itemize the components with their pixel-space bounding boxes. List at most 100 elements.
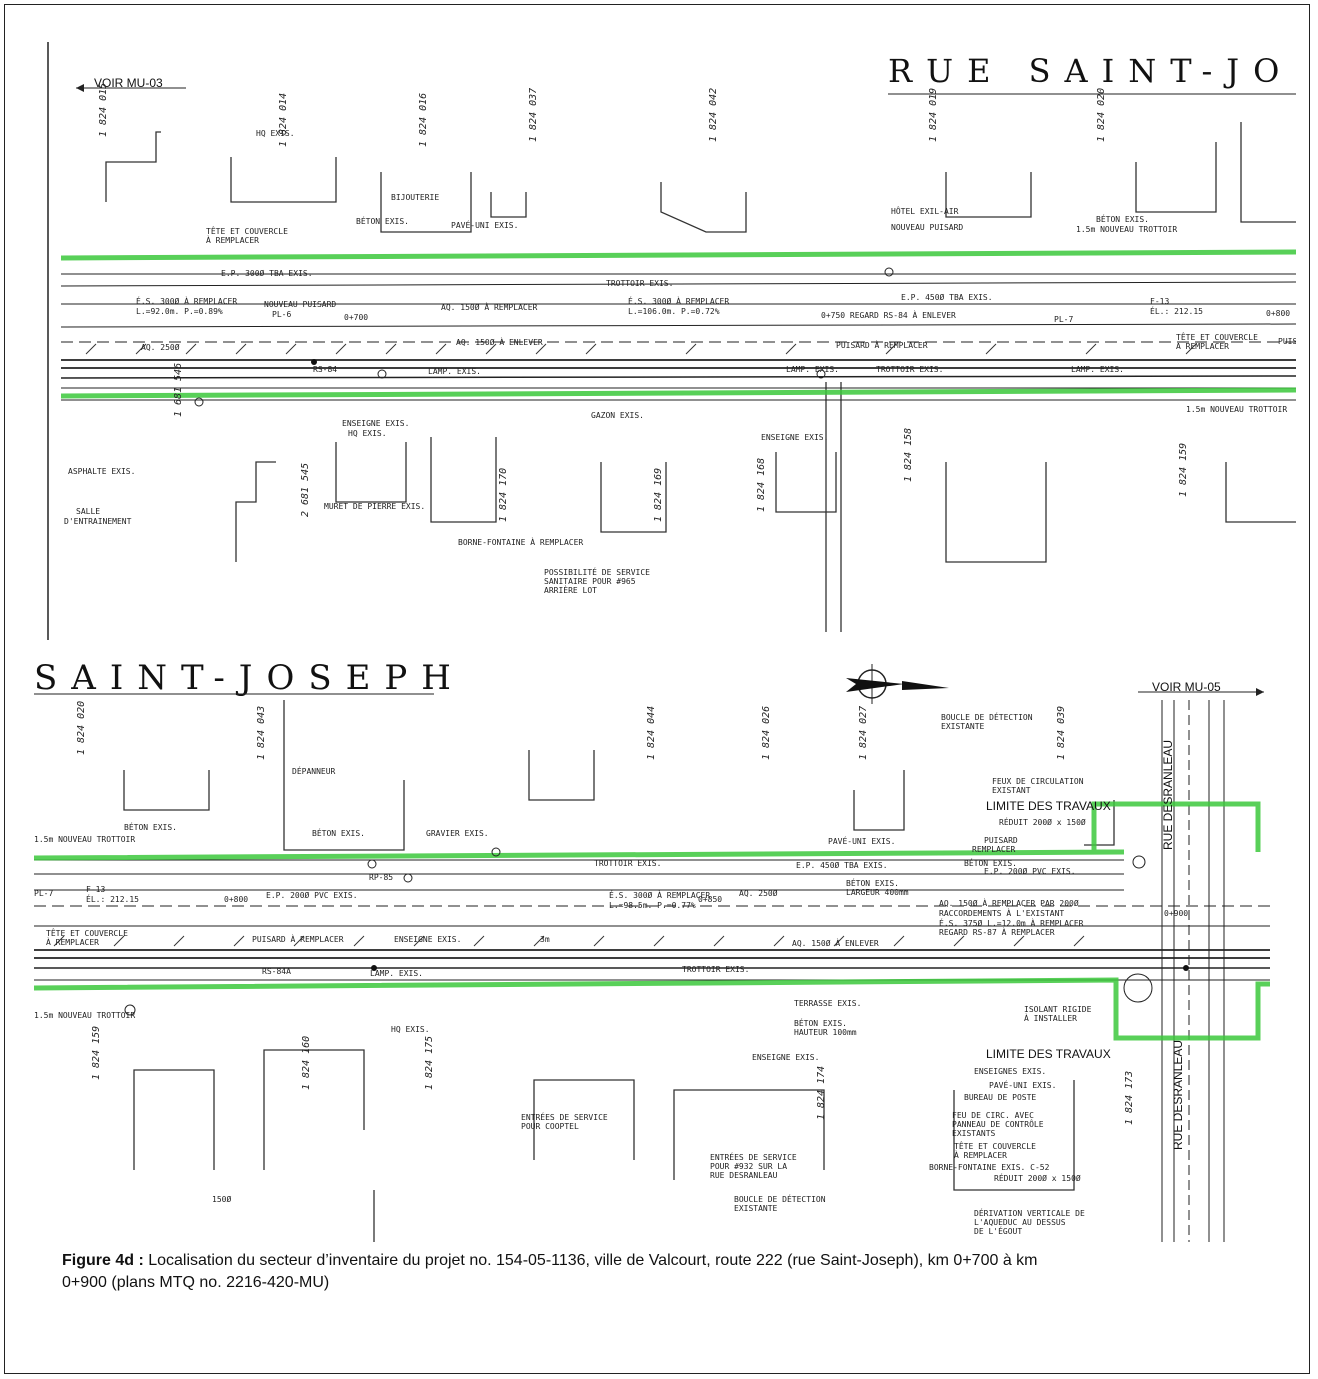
svg-text:1 681 546: 1 681 546 xyxy=(173,363,184,417)
svg-text:ÉL.: 212.15: ÉL.: 212.15 xyxy=(86,893,139,904)
svg-text:1.5m NOUVEAU TROTTOIR: 1.5m NOUVEAU TROTTOIR xyxy=(1076,225,1177,234)
svg-text:EXISTANTE: EXISTANTE xyxy=(941,722,985,731)
svg-text:À REMPLACER: À REMPLACER xyxy=(206,234,259,245)
svg-text:POUR #932 SUR LA: POUR #932 SUR LA xyxy=(710,1162,787,1171)
svg-text:ENSEIGNE EXIS.: ENSEIGNE EXIS. xyxy=(342,419,409,428)
svg-text:DE L'ÉGOUT: DE L'ÉGOUT xyxy=(974,1225,1022,1236)
svg-text:0+700: 0+700 xyxy=(344,313,368,322)
svg-text:150Ø: 150Ø xyxy=(212,1194,231,1204)
svg-text:TROTTOIR EXIS.: TROTTOIR EXIS. xyxy=(682,965,749,974)
svg-text:RP-85: RP-85 xyxy=(369,873,393,882)
svg-text:EXISTANT: EXISTANT xyxy=(992,786,1031,795)
svg-text:1 824 168: 1 824 168 xyxy=(756,458,767,512)
svg-text:PANNEAU DE CONTRÔLE: PANNEAU DE CONTRÔLE xyxy=(952,1118,1044,1129)
svg-text:F-13: F-13 xyxy=(86,885,105,894)
svg-text:RACCORDEMENTS À L'EXISTANT: RACCORDEMENTS À L'EXISTANT xyxy=(939,907,1064,918)
svg-text:HÔTEL EXIL-AIR: HÔTEL EXIL-AIR xyxy=(891,205,959,216)
svg-text:LAMP. EXIS.: LAMP. EXIS. xyxy=(370,969,423,978)
svg-text:1 824 026: 1 824 026 xyxy=(761,706,772,760)
svg-text:TÊTE ET COUVERCLE: TÊTE ET COUVERCLE xyxy=(1176,331,1258,342)
svg-text:E.P. 200Ø PVC EXIS.: E.P. 200Ø PVC EXIS. xyxy=(266,890,358,900)
figure-caption-text: Localisation du secteur d’inventaire du … xyxy=(62,1252,1038,1291)
svg-text:1 824 175: 1 824 175 xyxy=(424,1036,435,1090)
svg-text:BÉTON EXIS.: BÉTON EXIS. xyxy=(1096,213,1149,224)
svg-text:ENSEIGNE EXIS.: ENSEIGNE EXIS. xyxy=(752,1053,819,1062)
svg-text:BÉTON EXIS.: BÉTON EXIS. xyxy=(964,857,1017,868)
svg-text:À INSTALLER: À INSTALLER xyxy=(1024,1012,1077,1023)
svg-text:1 824 037: 1 824 037 xyxy=(528,88,539,142)
svg-text:RUE DESRANLEAU: RUE DESRANLEAU xyxy=(1171,1040,1185,1150)
svg-text:LIMITE DES TRAVAUX: LIMITE DES TRAVAUX xyxy=(986,799,1111,813)
svg-text:PL-6: PL-6 xyxy=(272,310,291,319)
svg-text:L.=106.0m. P.=0.72%: L.=106.0m. P.=0.72% xyxy=(628,307,720,316)
svg-text:1.5m NOUVEAU TROTTOIR: 1.5m NOUVEAU TROTTOIR xyxy=(1186,405,1287,414)
svg-text:TROTTOIR EXIS.: TROTTOIR EXIS. xyxy=(876,365,943,374)
svg-text:ASPHALTE EXIS.: ASPHALTE EXIS. xyxy=(68,467,135,476)
svg-text:TROTTOIR EXIS.: TROTTOIR EXIS. xyxy=(606,279,673,288)
svg-text:À REMPLACER: À REMPLACER xyxy=(1176,340,1229,351)
svg-text:HAUTEUR 100mm: HAUTEUR 100mm xyxy=(794,1028,857,1037)
svg-text:PUISA: PUISA xyxy=(1278,337,1296,346)
voir-mu-03-label: VOIR MU-03 xyxy=(94,76,163,90)
svg-text:E.P. 450Ø TBA EXIS.: E.P. 450Ø TBA EXIS. xyxy=(901,292,993,302)
svg-text:1 824 039: 1 824 039 xyxy=(1056,706,1067,760)
street-title-bottom: SAINT-JOSEPH xyxy=(34,658,465,698)
svg-text:DÉPANNEUR: DÉPANNEUR xyxy=(292,765,336,776)
svg-text:1 824 019: 1 824 019 xyxy=(928,88,939,142)
north-arrow-icon xyxy=(846,664,949,704)
svg-text:1.5m NOUVEAU TROTTOIR: 1.5m NOUVEAU TROTTOIR xyxy=(34,1011,135,1020)
svg-text:E.P. 450Ø TBA EXIS.: E.P. 450Ø TBA EXIS. xyxy=(796,860,888,870)
svg-text:GRAVIER EXIS.: GRAVIER EXIS. xyxy=(426,829,489,838)
svg-text:1 824 160: 1 824 160 xyxy=(301,1036,312,1090)
svg-text:AQ. 150Ø À ENLEVER: AQ. 150Ø À ENLEVER xyxy=(792,937,879,948)
svg-text:PUISARD: PUISARD xyxy=(984,836,1018,845)
svg-text:1 824 043: 1 824 043 xyxy=(256,706,267,760)
svg-text:1 824 014: 1 824 014 xyxy=(278,93,289,147)
svg-text:1 824 042: 1 824 042 xyxy=(708,88,719,142)
svg-text:É.S. 300Ø À REMPLACER: É.S. 300Ø À REMPLACER xyxy=(628,295,729,306)
svg-text:1 824 015: 1 824 015 xyxy=(98,83,109,137)
svg-text:NOUVEAU PUISARD: NOUVEAU PUISARD xyxy=(891,223,963,232)
svg-text:TROTTOIR EXIS.: TROTTOIR EXIS. xyxy=(594,859,661,868)
svg-text:EXISTANTS: EXISTANTS xyxy=(952,1129,996,1138)
page-frame xyxy=(4,4,1310,1374)
svg-text:TÊTE ET COUVERCLE: TÊTE ET COUVERCLE xyxy=(206,225,288,236)
svg-text:É.S. 375Ø L.=12.0m À REMPLACER: É.S. 375Ø L.=12.0m À REMPLACER xyxy=(939,917,1084,928)
svg-text:TÊTE ET COUVERCLE: TÊTE ET COUVERCLE xyxy=(46,927,128,938)
svg-text:RUE DESRANLEAU: RUE DESRANLEAU xyxy=(1161,740,1175,850)
svg-text:1 824 020: 1 824 020 xyxy=(76,701,87,755)
svg-text:ÉL.: 212.15: ÉL.: 212.15 xyxy=(1150,305,1203,316)
svg-text:BORNE-FONTAINE EXIS. C-52: BORNE-FONTAINE EXIS. C-52 xyxy=(929,1163,1050,1172)
svg-text:HQ EXIS.: HQ EXIS. xyxy=(348,429,387,438)
svg-text:SALLE: SALLE xyxy=(76,507,100,516)
svg-text:PL-7: PL-7 xyxy=(1054,315,1073,324)
svg-text:1 824 027: 1 824 027 xyxy=(858,706,869,760)
svg-text:PAVÉ-UNI EXIS.: PAVÉ-UNI EXIS. xyxy=(989,1079,1056,1090)
svg-text:LIMITE DES TRAVAUX: LIMITE DES TRAVAUX xyxy=(986,1047,1111,1061)
svg-text:HQ EXIS.: HQ EXIS. xyxy=(391,1025,430,1034)
svg-text:ISOLANT RIGIDE: ISOLANT RIGIDE xyxy=(1024,1005,1092,1014)
svg-text:REMPLACER: REMPLACER xyxy=(972,845,1016,854)
svg-text:L.=98.5m. P.=0.77%: L.=98.5m. P.=0.77% xyxy=(609,901,696,910)
svg-text:F-13: F-13 xyxy=(1150,297,1169,306)
svg-text:BOUCLE DE DÉTECTION: BOUCLE DE DÉTECTION xyxy=(734,1193,826,1204)
svg-text:POSSIBILITÉ DE SERVICE: POSSIBILITÉ DE SERVICE xyxy=(544,566,650,577)
svg-text:AQ. 150Ø À REMPLACER: AQ. 150Ø À REMPLACER xyxy=(441,301,538,312)
svg-text:RUE DESRANLEAU: RUE DESRANLEAU xyxy=(710,1171,778,1180)
svg-text:RÉDUIT 200Ø x 150Ø: RÉDUIT 200Ø x 150Ø xyxy=(999,816,1086,827)
svg-text:BUREAU DE POSTE: BUREAU DE POSTE xyxy=(964,1093,1036,1102)
svg-text:AQ. 250Ø: AQ. 250Ø xyxy=(141,342,180,352)
svg-text:1 824 170: 1 824 170 xyxy=(498,468,509,522)
svg-text:BÉTON EXIS.: BÉTON EXIS. xyxy=(794,1017,847,1028)
svg-text:POUR COOPTEL: POUR COOPTEL xyxy=(521,1122,579,1131)
svg-text:É.S. 300Ø À REMPLACER: É.S. 300Ø À REMPLACER xyxy=(609,889,710,900)
svg-text:0+850: 0+850 xyxy=(698,895,722,904)
svg-text:ENTRÉES DE SERVICE: ENTRÉES DE SERVICE xyxy=(710,1151,797,1162)
svg-text:LAMP. EXIS.: LAMP. EXIS. xyxy=(1071,365,1124,374)
svg-text:L'AQUEDUC AU DESSUS: L'AQUEDUC AU DESSUS xyxy=(974,1218,1066,1227)
svg-text:AQ. 250Ø: AQ. 250Ø xyxy=(739,888,778,898)
svg-text:É.S. 300Ø À REMPLACER: É.S. 300Ø À REMPLACER xyxy=(136,295,237,306)
svg-text:0+900: 0+900 xyxy=(1164,909,1188,918)
svg-text:RS-84: RS-84 xyxy=(313,365,337,374)
svg-text:SANITAIRE POUR #965: SANITAIRE POUR #965 xyxy=(544,577,636,586)
